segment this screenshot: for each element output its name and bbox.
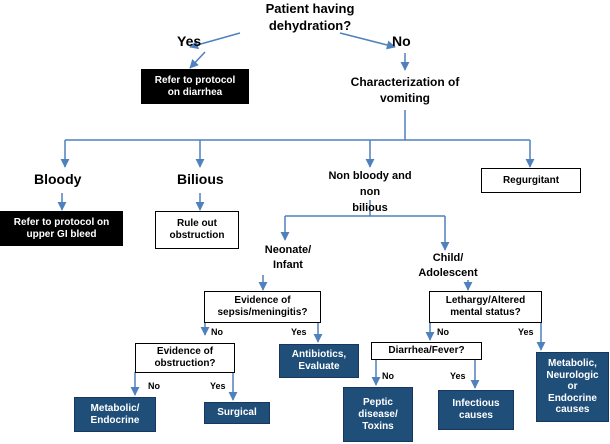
diarrhea-protocol-box: Refer to protocol on diarrhea — [141, 69, 249, 104]
sepsis-yes-label: Yes — [291, 327, 307, 337]
obstruction-no-label: No — [148, 381, 160, 391]
peptic-toxins-box: Peptic disease/ Toxins — [343, 387, 413, 442]
non-bloody-label: Non bloody and non bilious — [328, 170, 412, 214]
lethargy-yes-label: Yes — [518, 327, 534, 337]
neuro-causes-box: Metabolic, Neurologic or Endocrine cause… — [536, 352, 609, 422]
root-question: Patient having dehydration? — [265, 1, 355, 33]
connectors — [57, 32, 546, 401]
characterization-label: Characterization of vomiting — [350, 75, 460, 105]
diarrhea-fever-yes-label: Yes — [450, 371, 466, 381]
sepsis-no-label: No — [211, 327, 223, 337]
regurgitant-box: Regurgitant — [481, 168, 581, 193]
lethargy-no-label: No — [437, 327, 449, 337]
child-label: Child/ Adolescent — [418, 252, 478, 279]
obstruction-yes-label: Yes — [210, 381, 226, 391]
edge-yes-diarrhea — [189, 51, 206, 69]
rule-out-obstruction-box: Rule out obstruction — [155, 211, 239, 249]
yes-label: Yes — [177, 33, 202, 49]
bilious-label: Bilious — [177, 171, 224, 187]
no-label: No — [392, 33, 411, 49]
lethargy-question-box: Lethargy/Altered mental status? — [429, 291, 542, 323]
diarrhea-fever-question-box: Diarrhea/Fever? — [371, 342, 482, 360]
diarrhea-fever-no-label: No — [382, 371, 394, 381]
sepsis-question-box: Evidence of sepsis/meningitis? — [204, 291, 321, 323]
obstruction-question-box: Evidence of obstruction? — [135, 343, 235, 373]
edge-root-yes — [189, 32, 241, 50]
gi-bleed-box: Refer to protocol on upper GI bleed — [0, 211, 123, 246]
edge-root-no — [339, 32, 396, 50]
infectious-causes-box: Infectious causes — [438, 390, 514, 430]
antibiotics-box: Antibiotics, Evaluate — [279, 344, 359, 378]
surgical-box: Surgical — [204, 402, 270, 424]
neonate-label: Neonate/ Infant — [264, 244, 312, 271]
metabolic-endocrine-box: Metabolic/ Endocrine — [74, 397, 156, 432]
bloody-label: Bloody — [34, 171, 82, 187]
